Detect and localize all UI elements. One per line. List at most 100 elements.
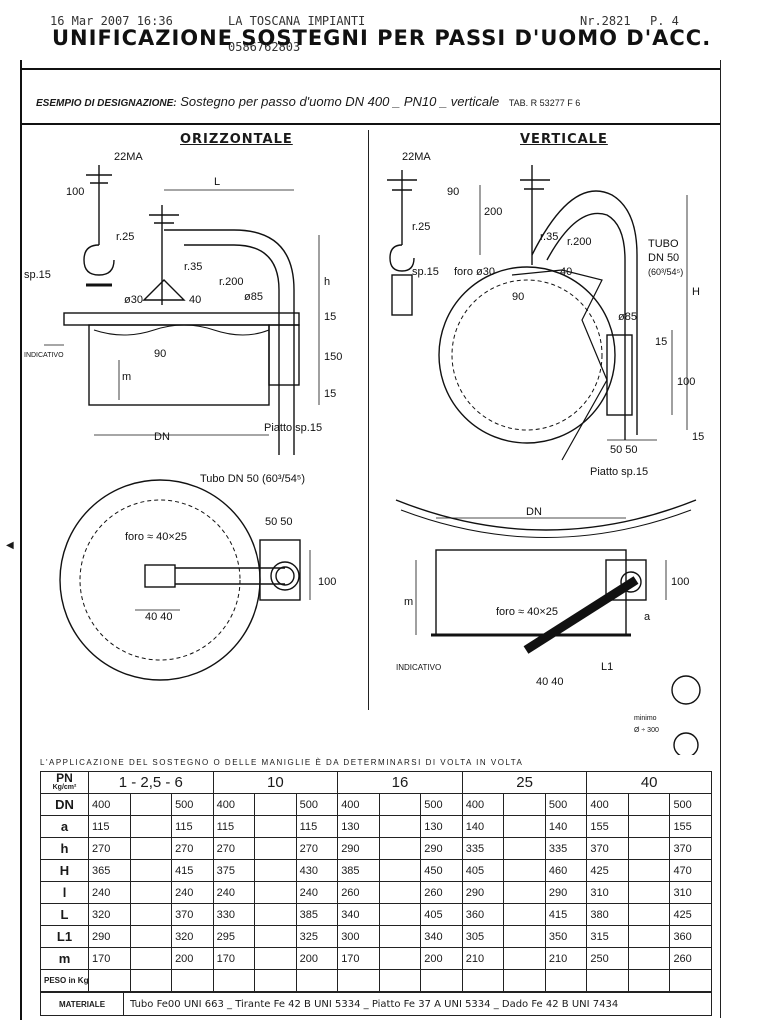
table-cell — [378, 925, 422, 948]
fax-page: P. 4 — [650, 14, 679, 28]
table-row: PESO in Kg — [40, 969, 712, 992]
table-cell — [129, 881, 173, 904]
table-cell: 130 — [337, 815, 380, 838]
table-cell: 330 — [212, 903, 256, 926]
table-cell — [254, 925, 297, 948]
pn-group-2: 10 — [212, 771, 339, 794]
table-cell: 260 — [420, 881, 463, 904]
side-dim-40-40: 40 40 — [536, 676, 564, 688]
vdim-22ma: 22MA — [402, 151, 431, 163]
table-cell — [627, 925, 671, 948]
table-cell: 290 — [420, 837, 463, 860]
table-cell: 270 — [295, 837, 339, 860]
vdim-sp15: sp.15 — [412, 266, 439, 278]
vdim-r35: r.35 — [540, 231, 558, 243]
table-cell — [129, 815, 173, 838]
dim-o85: ø85 — [244, 291, 263, 303]
table-cell: 240 — [295, 881, 339, 904]
fax-phone: 0586762803 — [228, 40, 301, 54]
table-cell — [295, 969, 339, 992]
table-cell — [503, 969, 546, 992]
table-cell: 290 — [88, 925, 131, 948]
vdim-r200: r.200 — [567, 236, 591, 248]
table-cell: 415 — [171, 859, 214, 882]
view-divider — [368, 130, 369, 710]
table-cell: 450 — [420, 859, 463, 882]
table-cell: 500 — [171, 793, 214, 816]
table-cell: 310 — [669, 881, 712, 904]
table-cell — [503, 793, 546, 816]
table-cell — [503, 859, 546, 882]
table-cell — [378, 903, 422, 926]
table-cell: 500 — [669, 793, 712, 816]
plan-dim-50-50: 50 50 — [265, 516, 293, 528]
table-cell — [378, 837, 422, 860]
horizontal-view-drawing: 22MA 100 r.25 sp.15 ø30 90 r.35 r.200 ø8… — [24, 151, 342, 455]
table-cell: 360 — [669, 925, 712, 948]
table-row-label: DN — [40, 793, 89, 816]
vdim-r25: r.25 — [412, 221, 430, 233]
table-note: L'APPLICAZIONE DEL SOSTEGNO O DELLE MANI… — [40, 758, 524, 767]
table-cell: 210 — [461, 947, 505, 970]
dim-100: 100 — [66, 186, 84, 198]
table-cell: 270 — [171, 837, 214, 860]
dim-sp15: sp.15 — [24, 269, 51, 281]
table-cell — [420, 969, 463, 992]
table-header-row: PN Kg/cm² 1 - 2,5 - 6 10 16 25 40 — [40, 771, 712, 794]
table-cell: 300 — [337, 925, 380, 948]
table-cell: 295 — [212, 925, 256, 948]
pn-group-5: 40 — [586, 771, 712, 794]
table-cell — [254, 969, 297, 992]
table-cell: 270 — [88, 837, 131, 860]
table-cell: 115 — [295, 815, 339, 838]
table-cell: 140 — [461, 815, 505, 838]
table-cell — [586, 969, 629, 992]
side-label-diameter: Ø ÷ 300 — [634, 727, 659, 734]
table-cell — [378, 969, 422, 992]
pn-label: PN — [56, 771, 73, 785]
table-cell: 325 — [295, 925, 339, 948]
table-cell: 260 — [337, 881, 380, 904]
dimension-table: PN Kg/cm² 1 - 2,5 - 6 10 16 25 40 DN 400 5… — [40, 771, 712, 992]
pn-group-3: 16 — [337, 771, 463, 794]
table-cell — [503, 815, 546, 838]
table-cell: 430 — [295, 859, 339, 882]
table-cell: 375 — [212, 859, 256, 882]
side-dim-L1: L1 — [601, 661, 613, 673]
table-cell — [503, 881, 546, 904]
vdim-100: 100 — [677, 376, 695, 388]
table-cell — [212, 969, 256, 992]
table-cell: 200 — [171, 947, 214, 970]
table-cell: 335 — [461, 837, 505, 860]
fax-number: Nr.2821 — [580, 14, 631, 28]
table-cell: 400 — [337, 793, 380, 816]
table-cell — [254, 837, 297, 860]
designation-text: Sostegno per passo d'uomo DN 400 _ PN10 … — [180, 94, 500, 109]
dim-L: L — [214, 176, 220, 188]
dim-40: 40 — [189, 294, 201, 306]
material-row: MATERIALE Tubo Fe00 UNI 663 _ Tirante Fe… — [40, 992, 712, 1016]
table-cell: 240 — [212, 881, 256, 904]
rule-header — [22, 123, 720, 125]
table-cell: 385 — [337, 859, 380, 882]
table-cell: 470 — [669, 859, 712, 882]
fax-sender: LA TOSCANA IMPIANTI — [228, 14, 366, 28]
dim-90: 90 — [154, 348, 166, 360]
vdim-50-50: 50 50 — [610, 444, 638, 456]
designation-example: ESEMPIO DI DESIGNAZIONE: Sostegno per pa… — [36, 94, 580, 109]
table-cell — [129, 859, 173, 882]
table-cell — [544, 969, 588, 992]
table-cell: 140 — [544, 815, 588, 838]
dim-15b: 15 — [324, 388, 336, 400]
dim-m: m — [122, 371, 131, 383]
table-row-label: l — [40, 881, 89, 904]
table-cell: 305 — [461, 925, 505, 948]
plan-dim-40-40: 40 40 — [145, 611, 173, 623]
vdim-H: H — [692, 286, 700, 298]
table-cell: 365 — [88, 859, 131, 882]
